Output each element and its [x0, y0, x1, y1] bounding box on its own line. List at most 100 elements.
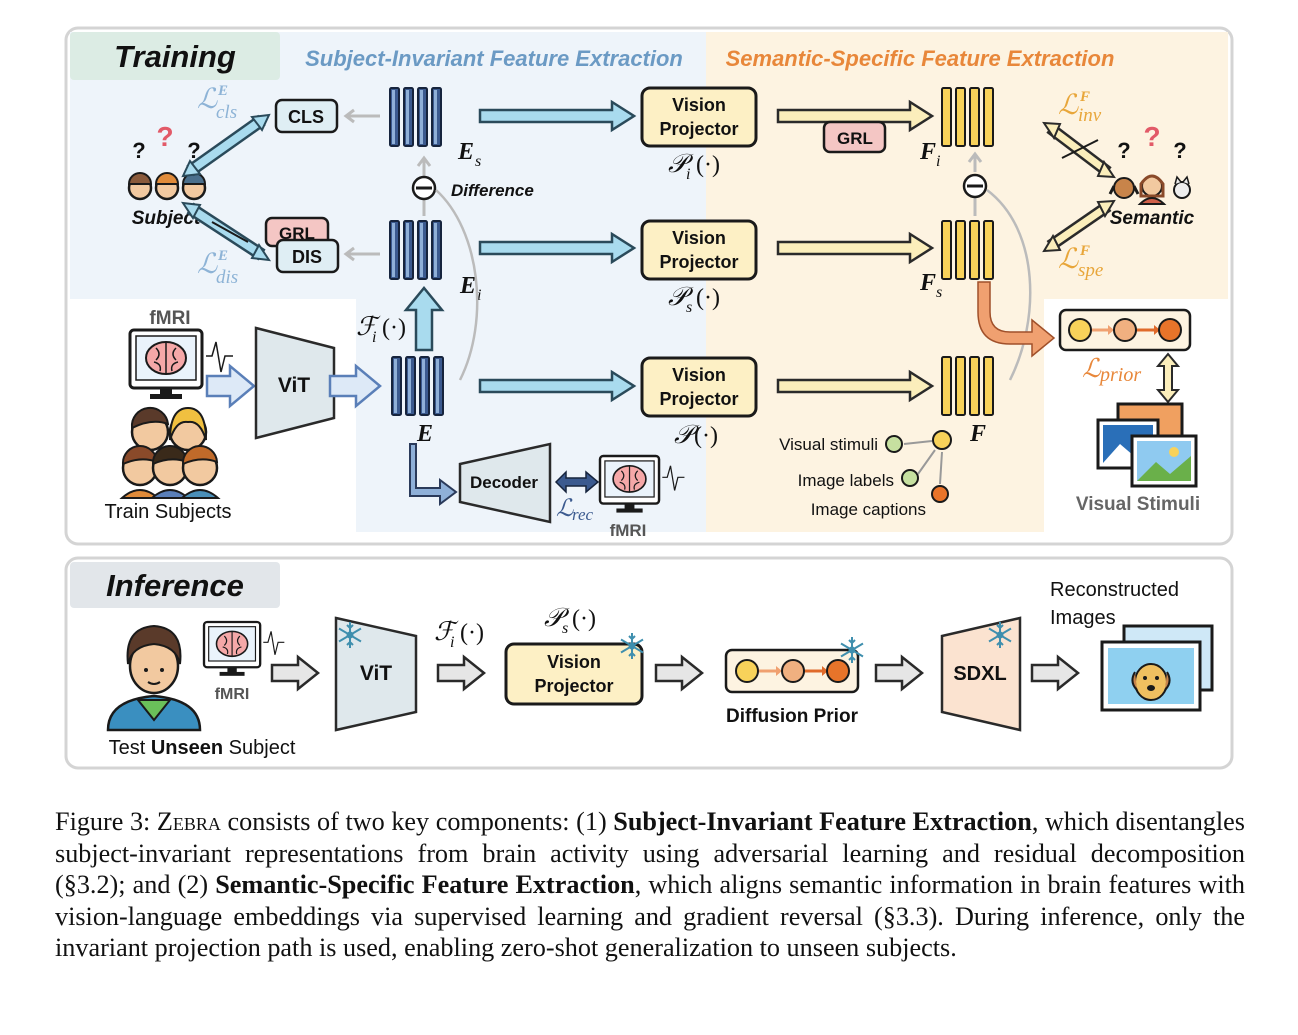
question-mark: ?: [187, 138, 200, 163]
svg-text:ℒ: ℒ: [197, 84, 218, 115]
loss-inv-f: ℒ F inv: [1058, 89, 1102, 126]
vision-projector: Vision Projector: [640, 356, 758, 418]
difference-node: Difference: [411, 155, 534, 381]
svg-text:ℒ: ℒ: [197, 249, 218, 280]
loss-prior: ℒ prior: [1082, 354, 1141, 386]
svg-text:E: E: [217, 83, 228, 99]
svg-text:spe: spe: [1078, 260, 1103, 281]
fmri-label: fMRI: [149, 308, 190, 329]
training-title: Training: [114, 39, 236, 74]
caption-bold-sie: Subject-Invariant Feature Extraction: [613, 807, 1032, 836]
inference-fi-op: ℱ i (·): [434, 617, 484, 651]
dis-box: DIS: [275, 238, 340, 274]
svg-text:(·): (·): [382, 315, 406, 341]
svg-text:(·): (·): [572, 606, 596, 632]
reconstructed-images-icon: [1100, 624, 1214, 712]
loss-cls-e: ℒ E cls: [197, 83, 237, 123]
fs-to-prior-arrow: [977, 281, 1056, 358]
svg-text:E: E: [217, 248, 228, 264]
blue-arrows: [478, 99, 637, 403]
semantic-label: Semantic: [1110, 208, 1195, 229]
svg-text:E: E: [459, 273, 476, 299]
loss-rec: ℒ rec: [556, 496, 594, 524]
yellow-arrows: [776, 99, 935, 403]
svg-text:F: F: [919, 139, 936, 165]
svg-text:Vision: Vision: [672, 228, 726, 248]
svg-text:s: s: [686, 299, 692, 316]
svg-text:Vision: Vision: [672, 95, 726, 115]
svg-text:(·): (·): [694, 423, 718, 449]
svg-text:i: i: [450, 634, 454, 651]
label-p: 𝒫 (·): [674, 420, 718, 449]
svg-text:Projector: Projector: [659, 119, 738, 139]
subject-label: Subject: [132, 208, 201, 229]
svg-text:Vision: Vision: [672, 365, 726, 385]
svg-text:DIS: DIS: [292, 247, 322, 267]
inference-sdxl: SDXL: [940, 616, 1022, 732]
train-subjects-label: Train Subjects: [104, 501, 231, 523]
cls-box: CLS: [274, 98, 339, 134]
visual-stimuli-label: Visual Stimuli: [1076, 494, 1200, 515]
question-mark: ?: [1117, 138, 1130, 163]
reconstructed-label-line1: Reconstructed: [1050, 579, 1179, 601]
svg-text:prior: prior: [1098, 364, 1141, 386]
svg-text:ℒ: ℒ: [1082, 354, 1102, 383]
figure-caption: Figure 3: Zebra consists of two key comp…: [55, 807, 1245, 963]
svg-text:Decoder: Decoder: [470, 473, 538, 492]
svg-text:SDXL: SDXL: [953, 663, 1006, 685]
label-f: F: [969, 421, 986, 447]
svg-text:s: s: [475, 153, 481, 170]
svg-text:Projector: Projector: [534, 676, 613, 696]
svg-text:cls: cls: [216, 102, 237, 123]
svg-text:Projector: Projector: [659, 389, 738, 409]
semantic-icons: [1108, 174, 1191, 205]
svg-text:i: i: [936, 153, 940, 170]
prior-stimuli-double-arrow: [1155, 352, 1181, 404]
legend-visual-stimuli: Visual stimuli: [779, 435, 878, 454]
subject-heads-icon: [127, 172, 207, 201]
loss-dis-e: ℒ E dis: [197, 248, 238, 288]
svg-text:ℒ: ℒ: [1058, 90, 1079, 121]
train-subjects-icon: [119, 406, 221, 499]
svg-text:i: i: [686, 166, 690, 183]
svg-text:ℒ: ℒ: [556, 496, 574, 522]
svg-text:E: E: [457, 139, 474, 165]
svg-text:(·): (·): [460, 620, 484, 646]
test-subject-icon: [106, 624, 202, 732]
question-mark: ?: [1173, 138, 1186, 163]
svg-text:Vision: Vision: [547, 652, 601, 672]
diffusion-prior-label: Diffusion Prior: [726, 706, 859, 727]
svg-text:s: s: [936, 284, 942, 301]
label-ei: E i: [459, 273, 481, 304]
loss-spe-f: ℒ F spe: [1058, 243, 1103, 281]
vision-projector-i: Vision Projector: [640, 86, 758, 148]
fmri-output-label: fMRI: [610, 521, 647, 540]
zebra-architecture-figure: Training Subject-Invariant Feature Extra…: [64, 26, 1234, 770]
zebra-name: Zebra: [156, 807, 221, 836]
decoder-block: Decoder: [458, 442, 552, 524]
visual-stimuli-icon: [1096, 402, 1198, 488]
inference-diffusion-prior: Diffusion Prior: [724, 636, 864, 727]
decoder-fmri-double-arrow: [554, 470, 600, 494]
svg-text:s: s: [562, 620, 568, 637]
vision-projector-s: Vision Projector: [640, 219, 758, 281]
sie-title: Subject-Invariant Feature Extraction: [305, 46, 683, 71]
reconstructed-label-line2: Images: [1050, 607, 1116, 629]
inference-vision-projector: Vision Projector: [504, 632, 644, 706]
legend-image-labels: Image labels: [798, 471, 894, 490]
test-subject-label: Test Unseen Subject: [109, 737, 296, 759]
subject-group: ? ? ? Subject: [127, 121, 207, 229]
question-mark: ?: [1143, 121, 1160, 152]
svg-text:i: i: [477, 287, 481, 304]
label-es: E s: [457, 139, 481, 170]
label-fi: F i: [919, 139, 940, 170]
svg-text:i: i: [372, 329, 376, 346]
svg-text:Projector: Projector: [659, 252, 738, 272]
svg-text:F: F: [1079, 243, 1090, 259]
svg-text:ViT: ViT: [360, 662, 392, 685]
svg-text:rec: rec: [572, 505, 594, 524]
question-mark: ?: [132, 138, 145, 163]
inference-vit: ViT: [334, 616, 418, 732]
svg-text:GRL: GRL: [279, 224, 315, 243]
prior-box: [1058, 308, 1192, 352]
